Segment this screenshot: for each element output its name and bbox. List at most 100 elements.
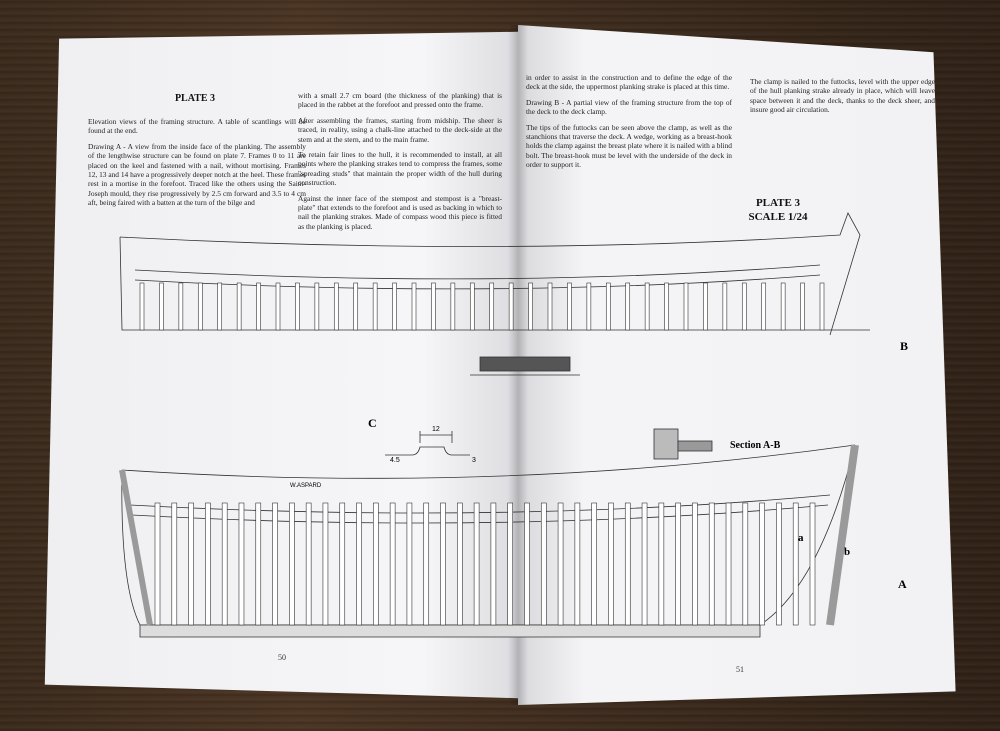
frame-timber — [353, 282, 359, 331]
drawing-a-sternpost — [119, 469, 153, 626]
frame-timber — [605, 282, 611, 331]
frame-timber — [305, 502, 312, 626]
frame-timber — [373, 502, 379, 626]
frame-timber — [339, 502, 346, 626]
paragraph: Drawing B - A partial view of the framin… — [526, 97, 732, 117]
page-number-right: 51 — [736, 665, 744, 674]
drawing-c-label: C — [368, 416, 377, 430]
frame-timber — [392, 282, 397, 331]
frame-timber — [440, 502, 446, 626]
drawing-a-label: A — [898, 577, 907, 591]
dimension-4-5: 4.5 — [390, 457, 400, 464]
frame-timber — [708, 502, 715, 626]
frame-timber — [722, 282, 728, 331]
frame-timber — [431, 282, 436, 331]
frame-timber — [406, 502, 413, 626]
frame-timber — [800, 282, 805, 331]
frame-timber — [508, 282, 514, 331]
frame-timber — [333, 282, 339, 331]
left-text-column-2: with a small 2.7 cm board (the thickness… — [298, 91, 502, 237]
frame-timber — [761, 282, 767, 331]
frame-timber — [586, 282, 592, 331]
left-page: PLATE 3 Elevation views of the framing s… — [44, 31, 518, 699]
frame-timber — [256, 282, 261, 331]
frame-timber — [547, 282, 553, 331]
plate-title-left: PLATE 3 — [174, 93, 216, 104]
right-text-column-2: The clamp is nailed to the futtocks, lev… — [750, 77, 935, 121]
frame-timber — [625, 282, 631, 331]
open-book: PLATE 3 Elevation views of the framing s… — [40, 25, 960, 705]
frame-timber — [524, 502, 530, 626]
frame-timber — [742, 502, 749, 626]
section-ab-bolt — [677, 440, 713, 452]
frame-timber — [528, 282, 533, 331]
frame-timber — [205, 502, 211, 626]
drawing-b-label: B — [900, 339, 908, 353]
frame-timber — [236, 282, 242, 331]
drawing-a-clamp-lower — [131, 504, 829, 524]
plate-title-right: PLATE 3 — [755, 197, 801, 209]
drawing-c — [385, 431, 470, 456]
frame-timber — [557, 502, 564, 626]
drawing-c-profile — [385, 446, 470, 456]
paragraph: Elevation views of the framing structure… — [88, 117, 306, 136]
frame-timber — [675, 502, 681, 626]
frame-timber — [272, 502, 278, 626]
paragraph: in order to assist in the construction a… — [526, 73, 732, 92]
frame-timber — [255, 502, 262, 626]
frame-timber — [809, 502, 816, 626]
frame-timber — [624, 502, 631, 626]
frame-timber — [641, 502, 648, 626]
frame-timber — [759, 502, 765, 626]
section-ab-label: Section A-B — [730, 440, 781, 451]
paragraph: The clamp is nailed to the futtocks, lev… — [750, 77, 935, 115]
section-ab — [653, 428, 713, 460]
paragraph: with a small 2.7 cm board (the thickness… — [298, 91, 502, 110]
drawing-b-frames — [139, 282, 825, 331]
frame-timber — [703, 282, 708, 331]
drawing-a-stempost — [826, 444, 859, 626]
frame-timber — [356, 502, 362, 626]
frame-timber — [469, 282, 475, 331]
frame-timber — [139, 282, 145, 331]
frame-timber — [178, 282, 184, 331]
frame-timber — [819, 282, 825, 331]
frame-timber — [608, 502, 614, 626]
frame-timber — [644, 282, 650, 331]
paragraph: Against the inner face of the stempost a… — [298, 193, 502, 231]
drawing-b-clamp — [134, 264, 821, 280]
dimension-12: 12 — [432, 426, 440, 433]
frame-timber — [450, 282, 456, 331]
frame-timber — [507, 502, 513, 626]
right-page: in order to assist in the construction a… — [518, 25, 956, 705]
paragraph: The tips of the futtocks can be seen abo… — [526, 122, 732, 170]
page-number-left: 50 — [278, 653, 286, 662]
wale-label: W.ASPARD — [290, 483, 322, 489]
left-text-column-1: Elevation views of the framing structure… — [88, 117, 306, 214]
drawing-a-sheer — [121, 444, 856, 479]
drawing-b — [119, 212, 870, 376]
frame-timber — [295, 282, 300, 331]
drawing-a-keel — [139, 624, 761, 638]
frame-timber — [567, 282, 572, 331]
section-ab-hatch — [653, 428, 679, 460]
frame-timber — [692, 502, 698, 626]
drawing-b-outline — [119, 236, 870, 331]
frame-timber — [197, 282, 203, 331]
section-mark-a: a — [798, 532, 804, 544]
frame-timber — [664, 282, 669, 331]
frame-timber — [489, 282, 495, 331]
frame-timber — [322, 502, 329, 626]
frame-timber — [423, 502, 430, 626]
frame-timber — [372, 282, 378, 331]
frame-timber — [540, 502, 547, 626]
frame-timber — [217, 282, 223, 331]
frame-timber — [457, 502, 463, 626]
frame-timber — [389, 502, 396, 626]
frame-timber — [658, 502, 665, 626]
plate-scale: SCALE 1/24 — [748, 211, 808, 223]
frame-timber — [159, 282, 164, 331]
frame-timber — [275, 282, 281, 331]
drawing-b-sheer — [119, 212, 861, 336]
paragraph: To retain fair lines to the hull, it is … — [298, 150, 502, 188]
